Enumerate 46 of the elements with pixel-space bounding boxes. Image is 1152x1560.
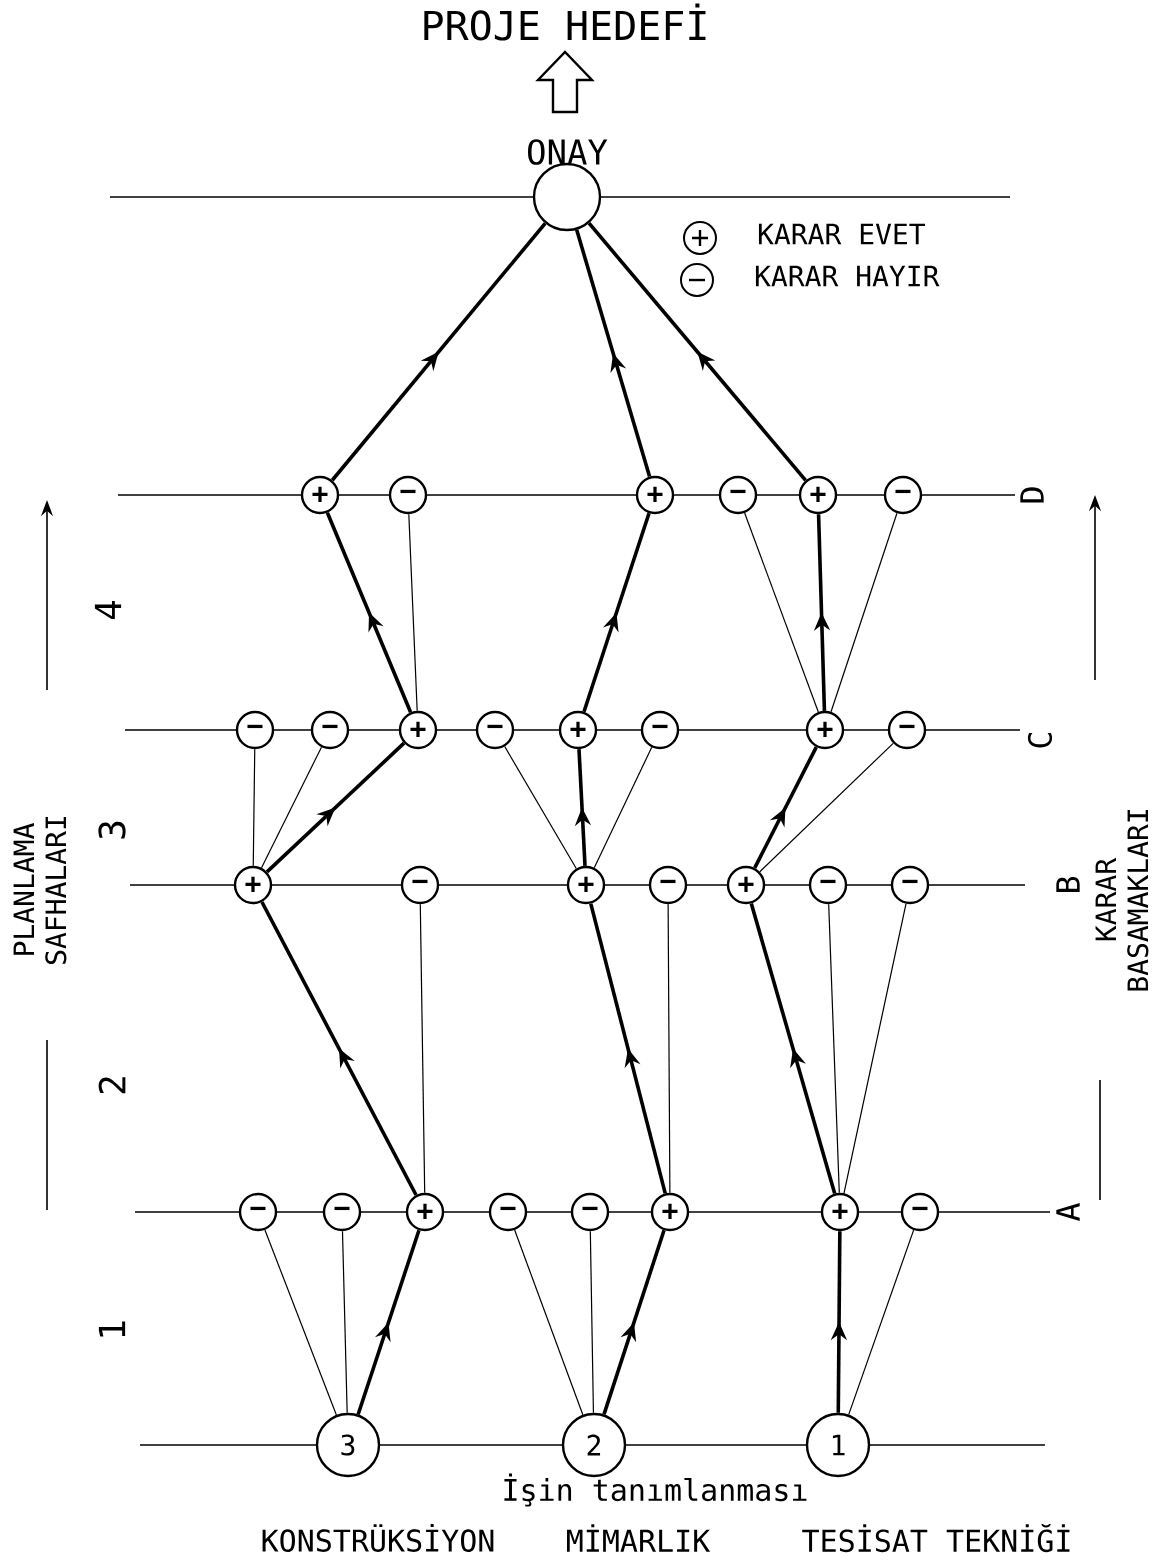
connector xyxy=(667,903,671,1194)
connector xyxy=(260,901,418,1196)
connector xyxy=(749,902,837,1195)
connector xyxy=(325,512,413,713)
node-label: ONAY xyxy=(528,139,608,165)
phase-number: 3 xyxy=(98,821,126,839)
legend-text: KARAR HAYIR xyxy=(755,265,940,287)
connector xyxy=(848,1229,915,1416)
phase-number: 4 xyxy=(94,600,122,620)
phase-number: 2 xyxy=(98,1077,126,1094)
legend-text: KARAR EVET xyxy=(758,223,925,245)
level-letter: B xyxy=(1056,876,1080,893)
level-letter: A xyxy=(1056,1202,1080,1222)
connector xyxy=(744,512,819,713)
connector xyxy=(330,222,547,482)
connector xyxy=(265,741,406,874)
connector xyxy=(264,1229,337,1416)
axis-label: PLANLAMA SAFHALARI xyxy=(13,816,67,964)
phase-number: 1 xyxy=(98,1321,126,1337)
connector xyxy=(753,746,818,869)
connector xyxy=(593,746,653,869)
connector xyxy=(828,903,840,1194)
connector xyxy=(341,1230,348,1414)
level-letter: C xyxy=(1027,732,1053,748)
connector xyxy=(408,513,418,712)
connector xyxy=(830,512,898,713)
level-letter: D xyxy=(1020,487,1044,503)
discipline-label: TESİSAT TEKNİĞİ xyxy=(802,1523,1070,1553)
connector xyxy=(504,745,577,870)
connector xyxy=(589,903,667,1194)
connector xyxy=(574,229,652,478)
connector xyxy=(843,903,907,1194)
connector xyxy=(759,742,894,873)
connector xyxy=(589,1230,595,1414)
connector xyxy=(587,222,807,482)
connector xyxy=(602,1229,666,1415)
connector xyxy=(252,748,256,867)
connector xyxy=(260,746,323,869)
connector xyxy=(582,512,651,713)
discipline-label: MİMARLIK xyxy=(567,1524,711,1552)
axis-label: KARAR BASAMAKLARI xyxy=(1095,810,1149,991)
connector xyxy=(356,1229,421,1415)
discipline-label: KONSTRÜKSİYON xyxy=(262,1524,494,1552)
connector xyxy=(419,903,426,1194)
connector xyxy=(514,1229,584,1416)
title: PROJE HEDEFİ xyxy=(424,3,706,41)
